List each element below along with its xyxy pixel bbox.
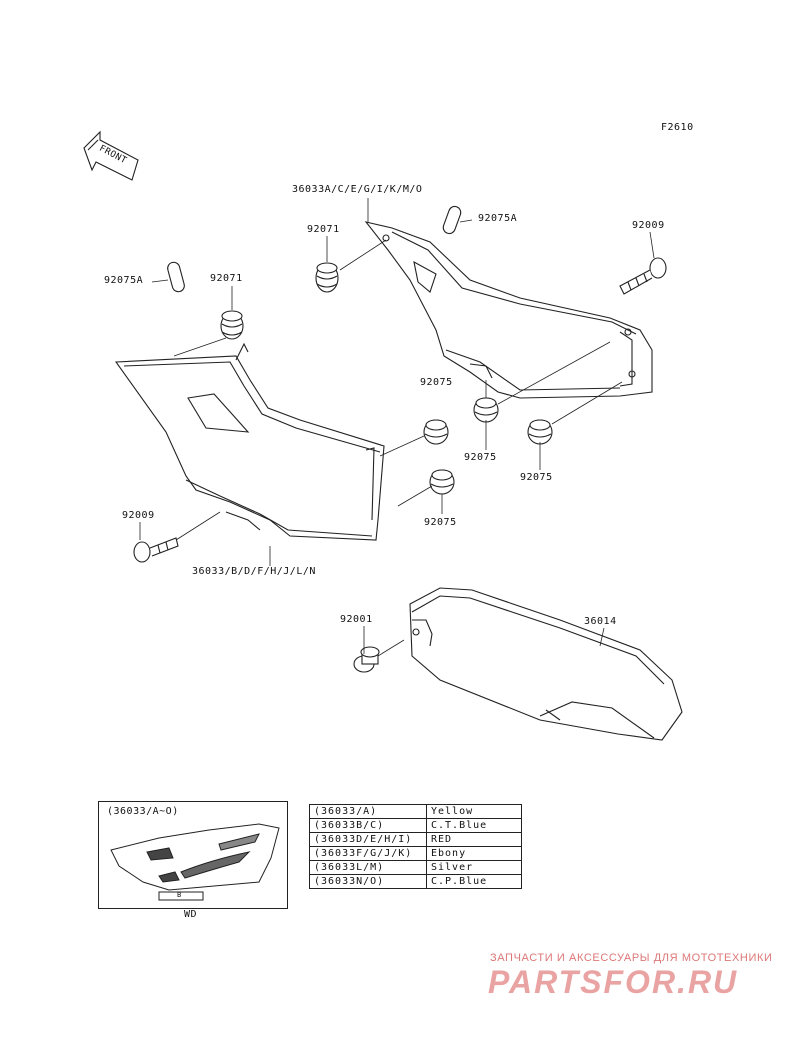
callout-92009-right: 92009 <box>632 220 665 231</box>
callout-92075-c: 92075 <box>520 472 553 483</box>
bushing-92075A-left <box>167 261 185 293</box>
grommet-92071-left <box>220 310 244 340</box>
bolt-92009-right <box>619 257 667 295</box>
bolt-92001 <box>353 646 380 673</box>
table-cell-code: (36033N/O) <box>309 874 427 889</box>
table-cell-code: (36033D/E/H/I) <box>309 832 427 847</box>
left-side-cover <box>114 342 385 541</box>
table-cell-color: Yellow <box>426 804 522 819</box>
right-side-cover <box>364 221 653 399</box>
callout-92075A-left: 92075A <box>104 275 144 286</box>
chain-cover <box>409 587 683 741</box>
inset-decal-drawing <box>110 823 280 901</box>
table-cell-code: (36033B/C) <box>309 818 427 833</box>
callout-92075A-right: 92075A <box>478 213 518 224</box>
table-cell-color: Silver <box>426 860 522 875</box>
grommet-92075-b <box>423 419 449 445</box>
color-table: (36033/A) Yellow (36033B/C) C.T.Blue (36… <box>309 804 522 889</box>
table-cell-code: (36033/A) <box>309 804 427 819</box>
table-row: (36033N/O) C.P.Blue <box>309 874 522 889</box>
callout-92009-left: 92009 <box>122 510 155 521</box>
grommet-92071-right <box>315 262 339 293</box>
callout-92071-left: 92071 <box>210 273 243 284</box>
grommet-92075-d <box>429 469 455 495</box>
callout-92071-right: 92071 <box>307 224 340 235</box>
table-cell-color: C.P.Blue <box>426 874 522 889</box>
callout-92001: 92001 <box>340 614 373 625</box>
watermark-tagline: ЗАПЧАСТИ И АКСЕССУАРЫ ДЛЯ МОТОТЕХНИКИ <box>490 952 773 964</box>
table-cell-color: Ebony <box>426 846 522 861</box>
table-row: (36033L/M) Silver <box>309 860 522 875</box>
callout-36014: 36014 <box>584 616 617 627</box>
inset-title: (36033/A~O) <box>107 806 179 817</box>
inset-detail-box: (36033/A~O) B <box>98 801 288 909</box>
grommet-92075-a <box>473 397 499 423</box>
table-row: (36033B/C) C.T.Blue <box>309 818 522 833</box>
table-cell-color: RED <box>426 832 522 847</box>
leader-lines <box>139 198 655 657</box>
callout-92075-b: 92075 <box>464 452 497 463</box>
table-cell-code: (36033F/G/J/K) <box>309 846 427 861</box>
table-cell-color: C.T.Blue <box>426 818 522 833</box>
front-arrow-icon <box>83 130 139 181</box>
table-row: (36033D/E/H/I) RED <box>309 832 522 847</box>
table-cell-code: (36033L/M) <box>309 860 427 875</box>
callout-92075-a: 92075 <box>420 377 453 388</box>
table-row: (36033F/G/J/K) Ebony <box>309 846 522 861</box>
inset-caption: WD <box>184 909 198 920</box>
figure-code: F2610 <box>661 122 694 133</box>
inset-small-mark: B <box>177 891 182 899</box>
watermark-logo: PARTSFOR.RU <box>488 964 739 1000</box>
bushing-92075A-right <box>442 205 462 235</box>
table-row: (36033/A) Yellow <box>309 804 522 819</box>
callout-36033-left: 36033/B/D/F/H/J/L/N <box>192 566 316 577</box>
bolt-92009-left <box>133 537 179 563</box>
grommet-92075-c <box>527 419 553 445</box>
callout-92075-d: 92075 <box>424 517 457 528</box>
callout-36033-right: 36033A/C/E/G/I/K/M/O <box>292 184 423 195</box>
